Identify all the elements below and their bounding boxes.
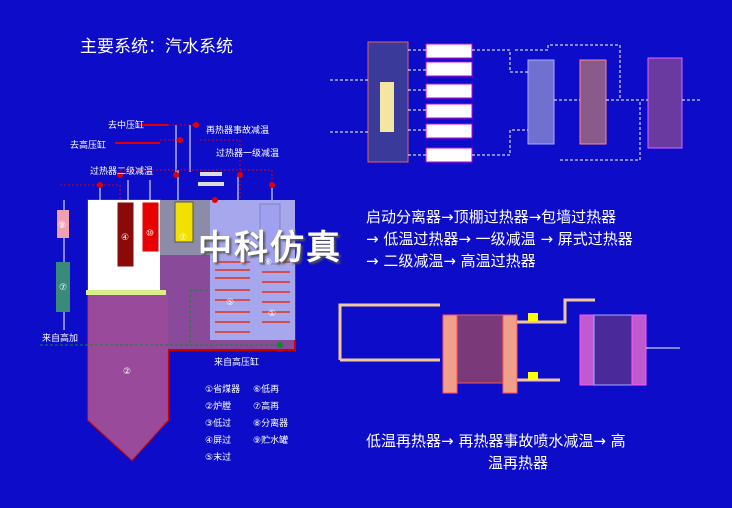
reheater-diagram bbox=[338, 298, 680, 394]
superheater-diagram bbox=[330, 41, 700, 163]
svg-text:④: ④ bbox=[121, 233, 129, 243]
label-reheat-spray: 再热器事故减温 bbox=[206, 126, 270, 136]
flow-line: 启动分离器→顶棚过热器→包墙过热器 bbox=[366, 208, 617, 226]
furnace-hopper bbox=[88, 295, 168, 460]
svg-text:⑨: ⑨ bbox=[58, 221, 66, 231]
low-reheater bbox=[259, 203, 281, 265]
label-sh-second-spray: 过热器二级减温 bbox=[90, 167, 154, 177]
flow-line: 低温再热器→ 再热器事故喷水减温→ 高 bbox=[366, 432, 626, 450]
label-from-high-heater: 来自高加 bbox=[42, 334, 79, 344]
water-tank bbox=[56, 262, 70, 312]
reheater-flow-text: 低温再热器→ 再热器事故喷水减温→ 高 温再热器 bbox=[366, 430, 696, 474]
high-reheater bbox=[174, 201, 194, 243]
svg-text:②: ② bbox=[123, 367, 131, 377]
steam-lines bbox=[40, 289, 280, 346]
flow-line: 温再热器 bbox=[488, 454, 549, 472]
label-to-high-pressure: 去高压缸 bbox=[70, 141, 107, 151]
flow-line: → 低温过热器→ 一级减温 → 屏式过热器 bbox=[366, 230, 633, 248]
eco-inlet-valve bbox=[277, 342, 283, 348]
nose bbox=[140, 258, 160, 280]
flow-line: → 二级减温→ 高温过热器 bbox=[366, 252, 536, 270]
watermark: 中科仿真 bbox=[198, 228, 342, 268]
platen-superheater bbox=[116, 201, 135, 268]
burner-line bbox=[86, 290, 166, 295]
final-superheater bbox=[141, 201, 160, 253]
valves bbox=[97, 122, 275, 203]
svg-text:⑧: ⑧ bbox=[264, 258, 272, 268]
svg-text:⑦: ⑦ bbox=[179, 233, 187, 243]
svg-text:①: ① bbox=[268, 309, 276, 319]
superheater-flow-text: 启动分离器→顶棚过热器→包墙过热器 → 低温过热器→ 一级减温 → 屏式过热器 … bbox=[366, 206, 633, 272]
label-sh-first-spray: 过热器一级减温 bbox=[216, 149, 280, 159]
pipes bbox=[63, 125, 273, 330]
component-markers: ④ ⑩ ⑦ ⑧ ⑤ ① ② ⑨ ⑦ bbox=[58, 221, 276, 377]
svg-text:⑩: ⑩ bbox=[146, 229, 154, 239]
label-to-mid-pressure: 去中压缸 bbox=[108, 121, 145, 131]
legend-row: ⑤末过 bbox=[205, 453, 232, 463]
low-superheater-coils bbox=[215, 261, 290, 333]
page-title: 主要系统：汽水系统 bbox=[80, 37, 233, 57]
separator bbox=[57, 210, 69, 238]
red-lines bbox=[60, 124, 273, 200]
desuperheater-1 bbox=[200, 172, 222, 176]
label-from-high-cylinder: 来自高压缸 bbox=[214, 358, 260, 368]
svg-text:⑤: ⑤ bbox=[226, 298, 234, 308]
desuperheater-2 bbox=[198, 182, 224, 186]
svg-text:⑦: ⑦ bbox=[59, 283, 67, 293]
